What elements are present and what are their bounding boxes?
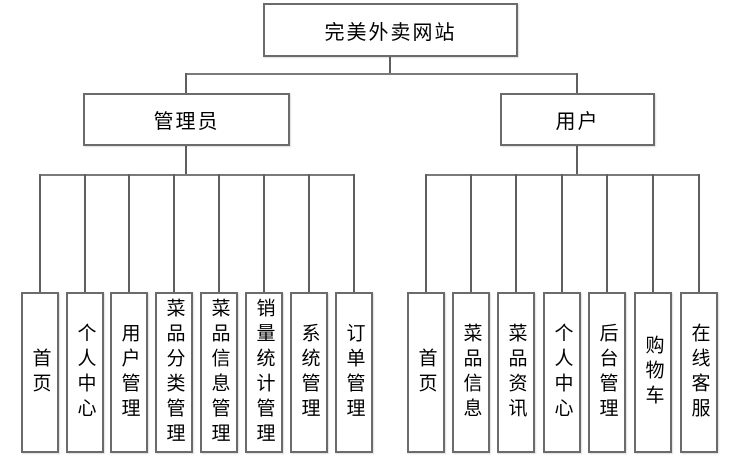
node-label: 系统管理 (298, 322, 320, 423)
connector-drop (425, 174, 427, 292)
node-order-management: 订单管理 (335, 292, 373, 453)
connector-drop (652, 174, 654, 292)
connector-drop (128, 174, 130, 292)
connector-drop (218, 174, 220, 292)
node-dish-category-management: 菜品分类管理 (155, 292, 193, 453)
connector-admin-stem-top (185, 73, 187, 93)
connector-user-stem-top (576, 73, 578, 93)
node-backend-management: 后台管理 (588, 292, 626, 453)
node-sales-stats-management: 销量统计管理 (245, 292, 283, 453)
connector-top-rail (185, 73, 578, 75)
node-label: 菜品信息 (460, 322, 482, 423)
connector-drop (606, 174, 608, 292)
node-label: 菜品资讯 (505, 322, 527, 423)
node-label: 个人中心 (74, 322, 96, 423)
node-personal-center: 个人中心 (66, 292, 104, 453)
node-dish-news: 菜品资讯 (497, 292, 535, 453)
connector-drop (173, 174, 175, 292)
node-label: 完美外卖网站 (324, 21, 457, 44)
node-label: 在线客服 (688, 322, 710, 423)
connector-admin-stem-bottom (185, 145, 187, 176)
node-label: 后台管理 (596, 322, 618, 423)
node-user-home: 首页 (407, 292, 445, 453)
connector-drop (353, 174, 355, 292)
connector-drop (84, 174, 86, 292)
node-label: 首页 (29, 347, 51, 398)
connector-drop (263, 174, 265, 292)
node-dish-info: 菜品信息 (452, 292, 490, 453)
node-label: 个人中心 (551, 322, 573, 423)
node-label: 用户 (555, 111, 600, 133)
node-label: 购物车 (642, 335, 664, 410)
node-user-management: 用户管理 (110, 292, 148, 453)
node-label: 菜品分类管理 (163, 297, 185, 448)
node-shopping-cart: 购物车 (634, 292, 672, 453)
node-online-customer-service: 在线客服 (680, 292, 718, 453)
node-system-management: 系统管理 (290, 292, 328, 453)
node-dish-info-management: 菜品信息管理 (200, 292, 238, 453)
node-home: 首页 (21, 292, 59, 453)
node-label: 菜品信息管理 (208, 297, 230, 448)
node-admin-branch: 管理员 (83, 93, 290, 146)
connector-drop (561, 174, 563, 292)
connector-drop (698, 174, 700, 292)
connector-user-stem-bottom (576, 146, 578, 176)
connector-drop (308, 174, 310, 292)
node-user-personal-center: 个人中心 (543, 292, 581, 453)
node-label: 用户管理 (118, 322, 140, 423)
node-label: 管理员 (153, 111, 220, 133)
node-label: 首页 (415, 347, 437, 398)
node-label: 销量统计管理 (253, 297, 275, 448)
node-root-site: 完美外卖网站 (263, 3, 518, 57)
node-user-branch: 用户 (500, 93, 655, 146)
connector-drop (39, 174, 41, 292)
connector-drop (470, 174, 472, 292)
connector-drop (515, 174, 517, 292)
connector-root-stem (389, 57, 391, 74)
node-label: 订单管理 (343, 322, 365, 423)
connector-admin-rail (39, 174, 355, 176)
